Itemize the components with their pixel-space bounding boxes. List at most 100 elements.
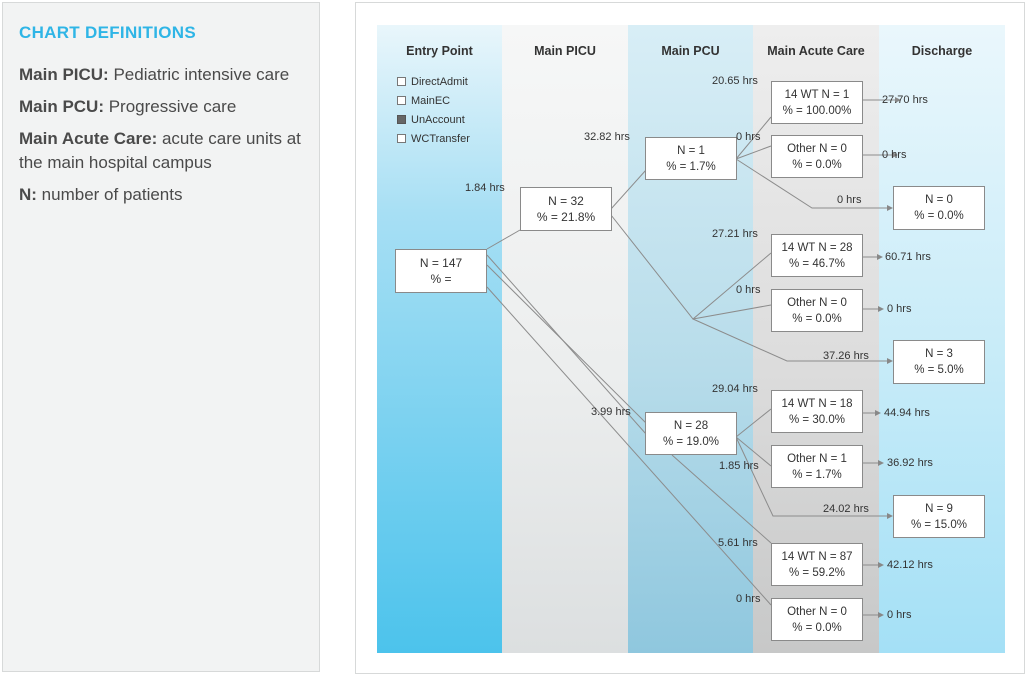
node-percent: % = 30.0% <box>789 413 845 426</box>
definition-term: N: <box>19 185 37 204</box>
node-percent: % = 15.0% <box>911 518 967 531</box>
duration-label: 29.04 hrs <box>712 383 758 395</box>
duration-label: 20.65 hrs <box>712 75 758 87</box>
column-title: Entry Point <box>406 44 473 58</box>
flow-connectors <box>486 97 901 618</box>
node-discharge-2[interactable]: N = 3 % = 5.0% <box>893 340 985 384</box>
duration-label: 0 hrs <box>887 609 912 621</box>
edge-pcu1-other1 <box>735 145 772 160</box>
node-acute-other-1[interactable]: Other N = 0 % = 0.0% <box>771 135 863 178</box>
checkbox-icon <box>397 96 406 105</box>
duration-label: 27.21 hrs <box>712 228 758 240</box>
node-percent: % = 0.0% <box>914 210 964 222</box>
node-count: Other N = 1 <box>787 452 847 465</box>
duration-label: 1.84 hrs <box>465 182 505 194</box>
node-acute-other-3[interactable]: Other N = 1 % = 1.7% <box>771 445 863 488</box>
node-main-pcu-1[interactable]: N = 1 % = 1.7% <box>645 137 737 180</box>
legend-item-directadmit[interactable]: DirectAdmit <box>397 72 470 91</box>
checkbox-icon <box>397 77 406 86</box>
definition-term: Main PICU: <box>19 65 109 84</box>
duration-label: 37.26 hrs <box>823 350 869 362</box>
edge-entry-other4 <box>486 286 772 606</box>
column-title: Discharge <box>911 44 973 58</box>
edge-pcu2-wt3 <box>735 408 772 438</box>
node-count: Other N = 0 <box>787 142 847 155</box>
node-percent: % = 0.0% <box>792 158 842 171</box>
definition-text: acute care units at the main hospital ca… <box>19 129 301 172</box>
duration-label: 0 hrs <box>837 194 862 206</box>
duration-label: 36.92 hrs <box>887 457 933 469</box>
duration-label: 0 hrs <box>736 131 761 143</box>
definition-n: N: number of patients <box>19 183 303 207</box>
duration-label: 27.70 hrs <box>882 94 928 106</box>
edge-picu-other2 <box>692 304 772 320</box>
edge-entry-pcu2-b <box>486 264 647 424</box>
edge-pcu2-wt4 <box>671 454 772 544</box>
duration-label: 0 hrs <box>887 303 912 315</box>
node-count: 14 WT N = 1 <box>784 88 850 101</box>
node-main-pcu-2[interactable]: N = 28 % = 19.0% <box>645 412 737 455</box>
node-percent: % = 21.8% <box>536 210 596 224</box>
legend-label: WCTransfer <box>411 132 470 145</box>
node-count: N = 28 <box>673 419 709 432</box>
node-acute-14wt-3[interactable]: 14 WT N = 18 % = 30.0% <box>771 390 863 433</box>
entry-legend: DirectAdmit MainEC UnAccount WCTransfer <box>397 72 470 148</box>
duration-label: 42.12 hrs <box>887 559 933 571</box>
node-percent: % = 0.0% <box>792 621 842 634</box>
definition-text: Pediatric intensive care <box>108 65 290 84</box>
node-entry[interactable]: N = 147 % = <box>395 249 487 293</box>
node-discharge-1[interactable]: N = 0 % = 0.0% <box>893 186 985 230</box>
node-acute-14wt-2[interactable]: 14 WT N = 28 % = 46.7% <box>771 234 863 277</box>
duration-label: 0 hrs <box>882 149 907 161</box>
node-count: N = 1 <box>677 144 705 157</box>
duration-label: 60.71 hrs <box>885 251 931 263</box>
node-count: Other N = 0 <box>787 296 847 309</box>
definition-main-acute-care: Main Acute Care: acute care units at the… <box>19 127 303 175</box>
node-acute-other-2[interactable]: Other N = 0 % = 0.0% <box>771 289 863 332</box>
edge-pcu1-wt1 <box>735 116 772 160</box>
sidebar-title: CHART DEFINITIONS <box>19 23 196 42</box>
column-main-pcu: Main PCU <box>628 25 753 653</box>
node-count: 14 WT N = 18 <box>781 397 853 410</box>
node-percent: % = 46.7% <box>789 257 845 270</box>
duration-label: 0 hrs <box>736 593 761 605</box>
node-percent: % = 1.7% <box>666 160 716 173</box>
node-count: N = 147 <box>419 256 463 270</box>
legend-label: DirectAdmit <box>411 75 468 88</box>
column-main-picu: Main PICU <box>502 25 628 653</box>
node-percent: % = 1.7% <box>792 468 842 481</box>
legend-item-unaccount[interactable]: UnAccount <box>397 110 470 129</box>
definition-text: number of patients <box>36 185 183 204</box>
definition-term: Main Acute Care: <box>19 129 158 148</box>
edge-pcu1-dis1 <box>735 158 893 211</box>
legend-item-wctransfer[interactable]: WCTransfer <box>397 129 470 148</box>
node-acute-14wt-1[interactable]: 14 WT N = 1 % = 100.00% <box>771 81 863 124</box>
duration-label: 32.82 hrs <box>584 131 630 143</box>
node-acute-14wt-4[interactable]: 14 WT N = 87 % = 59.2% <box>771 543 863 586</box>
legend-item-mainec[interactable]: MainEC <box>397 91 470 110</box>
patient-flow-diagram: Entry Point Main PICU Main PCU Main Acut… <box>377 25 1005 653</box>
node-percent: % = 100.00% <box>782 104 852 117</box>
node-acute-other-4[interactable]: Other N = 0 % = 0.0% <box>771 598 863 641</box>
edge-pcu2-other3 <box>735 436 772 467</box>
patient-flow-panel: Entry Point Main PICU Main PCU Main Acut… <box>355 2 1025 674</box>
node-percent: % = 0.0% <box>792 312 842 325</box>
duration-label: 5.61 hrs <box>718 537 758 549</box>
edge-entry-picu <box>486 229 521 250</box>
definition-main-picu: Main PICU: Pediatric intensive care <box>19 63 303 87</box>
duration-label: 1.85 hrs <box>719 460 759 472</box>
duration-label: 24.02 hrs <box>823 503 869 515</box>
column-entry-point: Entry Point <box>377 25 502 653</box>
column-title: Main PCU <box>661 44 720 58</box>
duration-label: 44.94 hrs <box>884 407 930 419</box>
node-count: 14 WT N = 87 <box>781 550 853 563</box>
node-count: N = 9 <box>925 502 953 515</box>
node-count: N = 32 <box>548 194 584 208</box>
node-percent: % = 59.2% <box>789 566 845 579</box>
definition-text: Progressive care <box>104 97 237 116</box>
legend-label: MainEC <box>411 94 451 107</box>
node-main-picu[interactable]: N = 32 % = 21.8% <box>520 187 612 231</box>
node-count: N = 0 <box>925 194 953 206</box>
node-discharge-3[interactable]: N = 9 % = 15.0% <box>893 495 985 538</box>
node-percent: % = 19.0% <box>663 435 719 448</box>
